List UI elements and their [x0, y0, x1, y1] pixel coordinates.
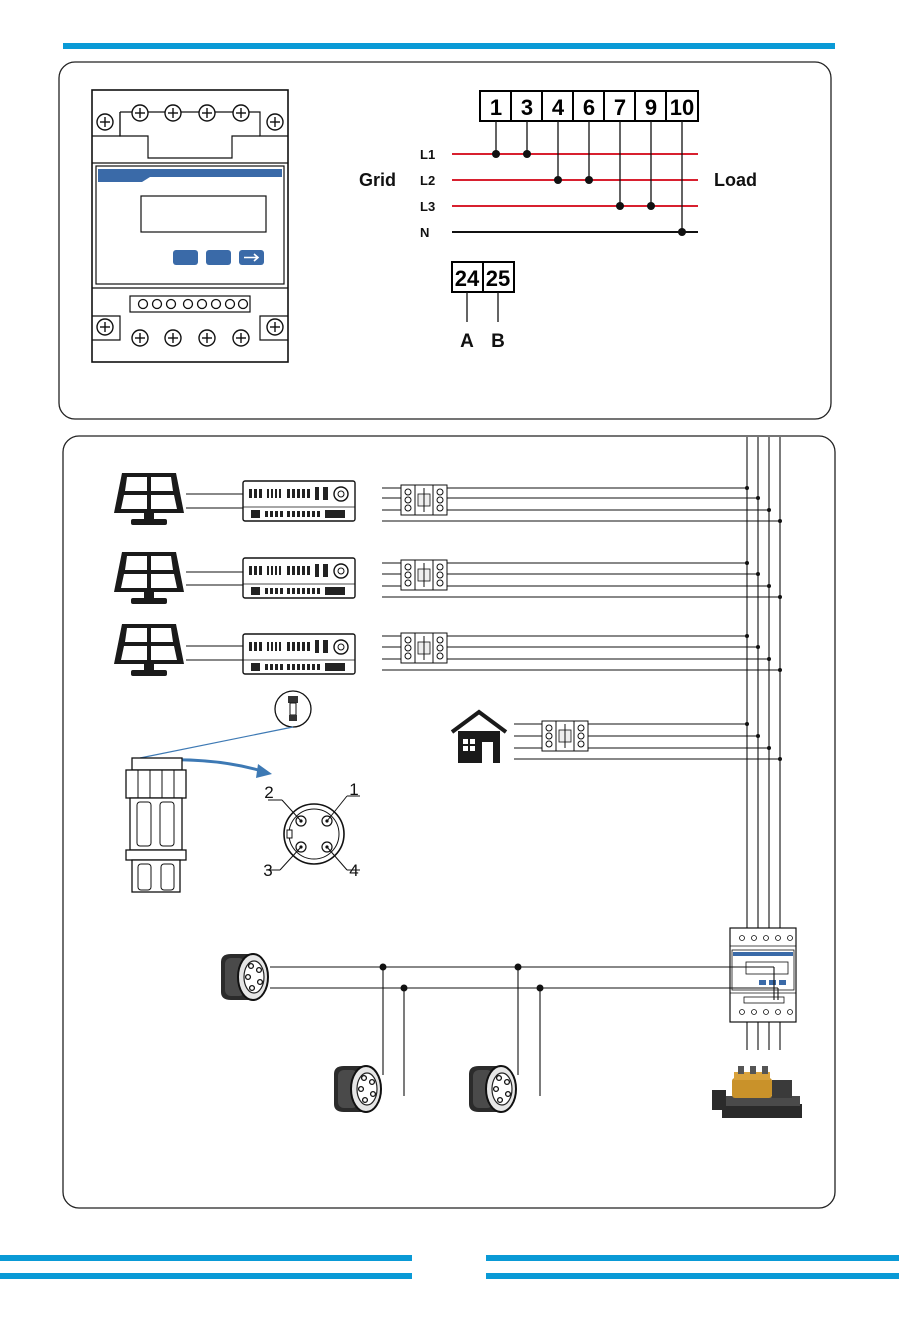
rs485-connector-icon: [469, 1066, 516, 1112]
footer-accent-bar-left-1: [0, 1255, 412, 1261]
terminal-label-9: 9: [645, 95, 657, 120]
pv-string-2: [114, 552, 782, 604]
line-label-n: N: [420, 225, 429, 240]
solar-panel-icon: [114, 624, 184, 676]
pin-label-4: 4: [349, 861, 358, 880]
meter-terminal-block: 1 3 4 6 7 9 10: [480, 91, 698, 121]
pin-label-2: 2: [264, 783, 273, 802]
line-label-l2: L2: [420, 173, 435, 188]
inverter-icon: [243, 558, 355, 598]
terminal-label-3: 3: [521, 95, 533, 120]
rs485-bus: [221, 954, 778, 1112]
pin-label-1: 1: [349, 780, 358, 799]
rs485-connector-icon: [334, 1066, 381, 1112]
diesel-generator-icon: [712, 1066, 802, 1118]
footer-accent-bar-right-1: [486, 1255, 899, 1261]
energy-meter-icon: [92, 90, 288, 362]
terminal-label-4: 4: [552, 95, 565, 120]
circuit-breaker-icon: [401, 485, 447, 515]
circuit-breaker-icon: [401, 633, 447, 663]
rs485-connector-pin-face: 1 2 3 4: [263, 780, 360, 880]
circuit-breaker-icon: [542, 721, 588, 751]
energy-meter-icon: [730, 928, 796, 1022]
terminal-label-10: 10: [670, 95, 694, 120]
load-label: Load: [714, 170, 757, 190]
house-icon: [452, 712, 506, 763]
solar-panel-icon: [114, 552, 184, 604]
rs485-connector-side-view: [126, 758, 186, 892]
terminal-label-25: 25: [486, 266, 510, 291]
line-label-l3: L3: [420, 199, 435, 214]
household-load: [452, 712, 782, 763]
inverter-icon: [243, 481, 355, 521]
grid-label: Grid: [359, 170, 396, 190]
pin-label-3: 3: [263, 861, 272, 880]
terminal-label-24: 24: [455, 266, 480, 291]
footer-accent-bar-left-2: [0, 1273, 412, 1279]
header-accent-bar: [63, 43, 835, 49]
pv-string-3: [114, 624, 782, 676]
circuit-breaker-icon: [401, 560, 447, 590]
rs485-label-a: A: [460, 331, 474, 352]
solar-panel-icon: [114, 473, 184, 525]
pv-string-1: [114, 473, 782, 525]
terminal-label-6: 6: [583, 95, 595, 120]
footer-accent-bar-right-2: [486, 1273, 899, 1279]
rs485-label-b: B: [491, 331, 505, 352]
rs485-terminal-block: 24 25 A B: [452, 262, 514, 352]
terminal-label-7: 7: [614, 95, 626, 120]
inverter-icon: [243, 634, 355, 674]
rs485-connector-icon: [221, 954, 268, 1000]
line-label-l1: L1: [420, 147, 435, 162]
terminal-label-1: 1: [490, 95, 502, 120]
phase-wiring: L1 L2 L3 N Grid Load: [359, 121, 757, 240]
